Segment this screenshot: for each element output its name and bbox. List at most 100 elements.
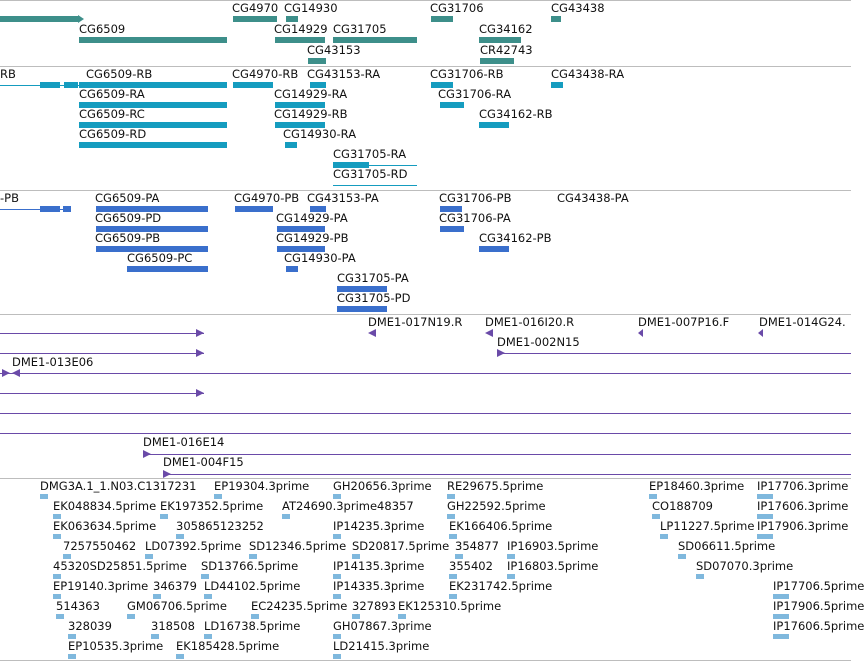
est-feature[interactable] <box>145 554 153 559</box>
clone-label[interactable]: DME1-014G24. <box>759 315 846 329</box>
clone-feature[interactable] <box>143 454 851 455</box>
gene-feature[interactable] <box>333 37 417 43</box>
transcript-label[interactable]: CG6509-RB <box>86 67 153 81</box>
clone-label[interactable]: DME1-017N19.R <box>368 315 463 329</box>
transcript-label[interactable]: CG31706-PA <box>439 211 511 225</box>
transcript-feature[interactable] <box>235 206 273 212</box>
est-feature[interactable] <box>68 654 76 659</box>
gene-feature[interactable] <box>479 37 521 43</box>
est-feature[interactable] <box>176 654 184 659</box>
transcript-feature[interactable] <box>233 82 273 88</box>
est-label[interactable]: EP18460.3prime <box>649 479 745 493</box>
clone-label[interactable]: DME1-004F15 <box>163 455 244 469</box>
est-feature[interactable] <box>773 634 789 639</box>
est-feature[interactable] <box>160 514 168 519</box>
est-feature[interactable] <box>773 614 789 619</box>
est-feature[interactable] <box>153 594 161 599</box>
est-feature[interactable] <box>352 554 360 559</box>
transcript-label[interactable]: CG4970-RB <box>232 67 299 81</box>
gene-feature[interactable] <box>286 16 298 22</box>
transcript-feature[interactable] <box>551 82 563 88</box>
transcript-feature[interactable] <box>333 185 417 186</box>
est-label[interactable]: 327893 <box>352 599 396 613</box>
est-feature[interactable] <box>249 554 257 559</box>
est-label[interactable]: SD12346.5prime <box>249 539 347 553</box>
est-label[interactable]: 514363 <box>56 599 100 613</box>
gene-label[interactable]: CG43153 <box>307 43 361 57</box>
est-label[interactable]: EK197352.5prime <box>160 499 264 513</box>
est-feature[interactable] <box>333 534 341 539</box>
transcript-label[interactable]: CG6509-RC <box>79 107 145 121</box>
transcript-label[interactable]: CG14929-RA <box>274 87 348 101</box>
est-feature[interactable] <box>333 494 341 499</box>
est-label[interactable]: 346379 <box>153 579 197 593</box>
est-label[interactable]: IP17906.3prime <box>757 519 849 533</box>
transcript-label[interactable]: CG6509-RA <box>79 87 145 101</box>
transcript-feature[interactable] <box>440 102 464 108</box>
gene-feature[interactable] <box>431 16 453 22</box>
est-feature[interactable] <box>53 514 61 519</box>
est-feature[interactable] <box>447 514 455 519</box>
gene-feature[interactable] <box>0 16 78 22</box>
est-feature[interactable] <box>757 494 773 499</box>
gene-label[interactable]: CG43438 <box>551 1 605 15</box>
transcript-feature[interactable] <box>479 122 509 128</box>
transcript-label[interactable]: CG31706-RB <box>430 67 504 81</box>
clone-feature[interactable] <box>0 393 204 394</box>
clone-feature[interactable] <box>163 474 851 475</box>
transcript-label[interactable]: CG14929-PA <box>276 211 348 225</box>
transcript-label[interactable]: CG34162-PB <box>479 231 552 245</box>
est-feature[interactable] <box>333 574 341 579</box>
est-label[interactable]: LD44102.5prime <box>204 579 301 593</box>
est-label[interactable]: IP14335.3prime <box>333 579 425 593</box>
transcript-label[interactable]: CG43153-PA <box>307 191 379 205</box>
est-label[interactable]: EP19140.3prime <box>53 579 149 593</box>
gene-feature[interactable] <box>79 37 227 43</box>
clone-label[interactable]: DME1-007P16.F <box>638 315 730 329</box>
transcript-feature[interactable] <box>96 226 208 232</box>
est-feature[interactable] <box>507 554 515 559</box>
gene-label[interactable]: CG6509 <box>79 22 126 36</box>
est-feature[interactable] <box>127 614 135 619</box>
transcript-label[interactable]: -PB <box>0 191 19 205</box>
transcript-feature[interactable] <box>275 122 325 128</box>
est-label[interactable]: IP16803.5prime <box>507 559 599 573</box>
est-feature[interactable] <box>40 494 48 499</box>
est-label[interactable]: LP11227.5prime <box>660 519 755 533</box>
est-feature[interactable] <box>53 574 61 579</box>
est-label[interactable]: LD07392.5prime <box>145 539 242 553</box>
est-feature[interactable] <box>282 514 290 519</box>
transcript-feature[interactable] <box>277 246 325 252</box>
clone-feature[interactable] <box>0 353 204 354</box>
est-feature[interactable] <box>507 574 515 579</box>
transcript-label[interactable]: CG14929-PB <box>276 231 349 245</box>
gene-feature[interactable] <box>233 16 277 22</box>
transcript-label[interactable]: CG6509-RD <box>79 127 147 141</box>
transcript-label[interactable]: RB <box>0 67 16 81</box>
est-label[interactable]: GH07867.3prime <box>333 619 432 633</box>
est-label[interactable]: EK063634.5prime <box>53 519 157 533</box>
gene-feature[interactable] <box>480 58 514 64</box>
est-feature[interactable] <box>333 594 341 599</box>
clone-feature[interactable] <box>0 433 851 434</box>
est-feature[interactable] <box>53 534 61 539</box>
transcript-label[interactable]: CG31705-RA <box>333 147 407 161</box>
est-label[interactable]: SD07070.3prime <box>696 559 794 573</box>
clone-feature[interactable] <box>0 373 851 374</box>
transcript-feature[interactable] <box>479 246 509 252</box>
est-label[interactable]: EK125310.5prime <box>398 599 502 613</box>
est-feature[interactable] <box>333 634 341 639</box>
transcript-label[interactable]: CG43438-PA <box>557 191 629 205</box>
transcript-feature[interactable] <box>96 246 208 252</box>
est-label[interactable]: IP17706.5prime <box>773 579 864 593</box>
est-label[interactable]: 305865123252 <box>176 519 264 533</box>
est-feature[interactable] <box>455 554 463 559</box>
est-feature[interactable] <box>151 634 159 639</box>
gene-label[interactable]: CG31705 <box>333 22 387 36</box>
transcript-label[interactable]: CG31706-RA <box>438 87 512 101</box>
transcript-feature[interactable] <box>310 206 326 212</box>
transcript-label[interactable]: CG6509-PB <box>95 231 161 245</box>
est-label[interactable]: 7257550462 <box>63 539 137 553</box>
transcript-label[interactable]: CG14929-RB <box>274 107 348 121</box>
transcript-feature[interactable] <box>337 286 387 292</box>
